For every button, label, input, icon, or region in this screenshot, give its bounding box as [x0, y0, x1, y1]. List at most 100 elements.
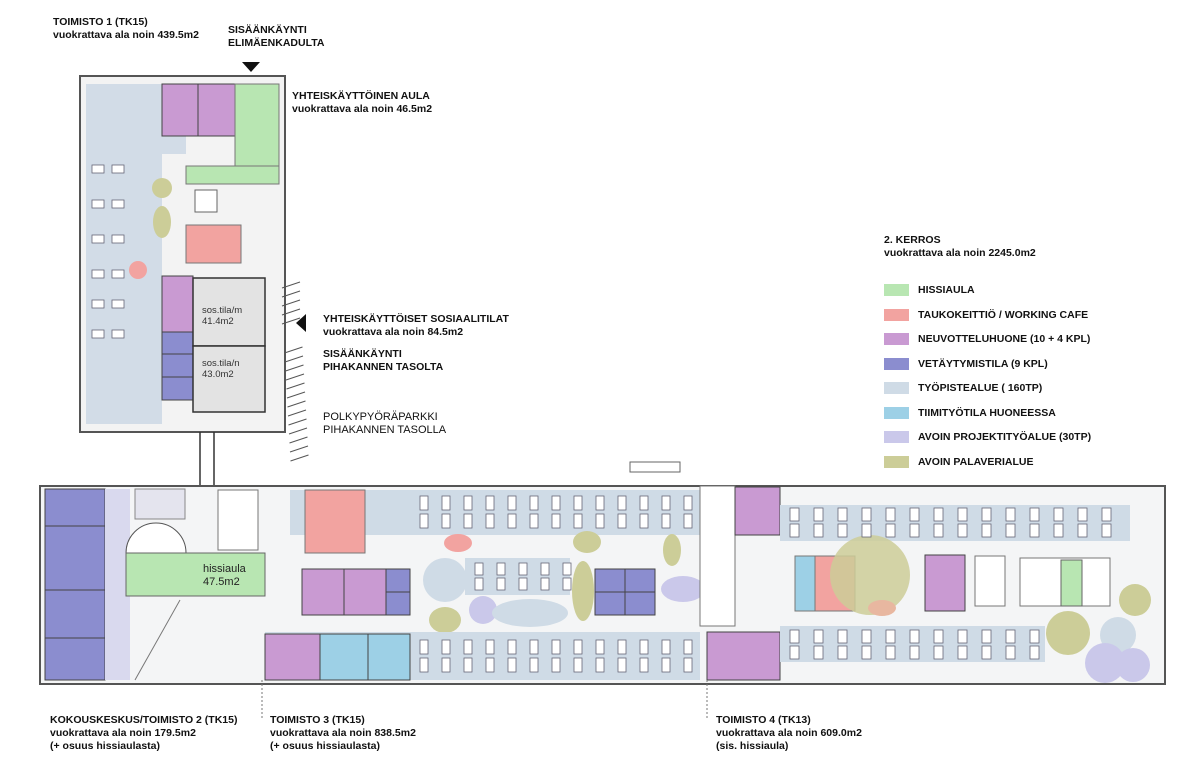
- label-social: YHTEISKÄYTTÖISET SOSIAALITILAT vuokratta…: [323, 313, 509, 339]
- desk: [91, 269, 105, 279]
- bike-stand: [281, 308, 301, 316]
- quiet-room: [161, 376, 194, 401]
- desk: [441, 657, 451, 673]
- label-line: PIHAKANNEN TASOLLA: [323, 424, 447, 436]
- desk: [957, 507, 968, 522]
- quiet-room: [594, 568, 626, 593]
- label-name: KOKOUSKESKUS/TOIMISTO 2 (TK15): [50, 714, 238, 726]
- desk: [957, 645, 968, 660]
- desk: [789, 645, 800, 660]
- room-area: 43.0m2: [202, 369, 234, 380]
- desk: [813, 629, 824, 644]
- legend: 2. KERROS vuokrattava ala noin 2245.0m2 …: [884, 234, 1091, 474]
- desk: [1101, 523, 1112, 538]
- bike-stand: [290, 454, 309, 462]
- meeting-spot: [573, 531, 601, 553]
- entrance-arrow-icon: [242, 62, 260, 72]
- quiet-room: [161, 353, 194, 378]
- room-label-sos-n: sos.tila/n 43.0m2: [202, 358, 240, 380]
- meeting-room: [161, 275, 194, 333]
- label-note: (+ osuus hissiaulasta): [270, 740, 380, 752]
- legend-label: TIIMITYÖTILA HUONEESSA: [918, 406, 1056, 419]
- cafe-spot: [868, 600, 896, 616]
- desk: [909, 507, 920, 522]
- desk: [789, 523, 800, 538]
- elevator-shaft: [217, 489, 259, 551]
- desk-group: [91, 164, 125, 339]
- meeting-room: [161, 83, 199, 137]
- desk: [1005, 645, 1016, 660]
- meeting-room: [44, 637, 106, 681]
- legend-swatch: [884, 333, 909, 346]
- quiet-room: [624, 568, 656, 593]
- desk: [463, 657, 473, 673]
- desk-group: [419, 495, 1112, 673]
- desk: [91, 164, 105, 174]
- room-area: 41.4m2: [202, 316, 234, 327]
- desk: [617, 495, 627, 511]
- label-entrance-yard: SISÄÄNKÄYNTI PIHAKANNEN TASOLTA: [323, 348, 443, 374]
- bike-stand: [289, 445, 309, 453]
- desk: [837, 645, 848, 660]
- desk: [111, 234, 125, 244]
- desk: [111, 164, 125, 174]
- quiet-room: [594, 591, 626, 616]
- desk: [981, 645, 992, 660]
- room-name: sos.tila/n: [202, 358, 240, 369]
- project-area: [492, 599, 568, 627]
- desk: [595, 495, 605, 511]
- desk: [1005, 523, 1016, 538]
- legend-swatch: [884, 308, 909, 321]
- desk: [419, 657, 429, 673]
- desk: [1101, 507, 1112, 522]
- desk: [813, 523, 824, 538]
- desk: [573, 639, 583, 655]
- desk: [507, 495, 517, 511]
- label-name: YHTEISKÄYTTÖISET SOSIAALITILAT: [323, 313, 509, 325]
- label-toimisto-2: KOKOUSKESKUS/TOIMISTO 2 (TK15) vuokratta…: [50, 714, 237, 753]
- desk: [617, 657, 627, 673]
- restroom: [974, 555, 1006, 607]
- desk: [419, 513, 429, 529]
- legend-swatch: [884, 455, 909, 468]
- desk: [573, 495, 583, 511]
- legend-item: AVOIN PALAVERIALUE: [884, 450, 1091, 475]
- desk: [885, 645, 896, 660]
- workspace-area: [780, 505, 1130, 541]
- legend-label: TYÖPISTEALUE ( 160TP): [918, 382, 1043, 395]
- desk: [441, 513, 451, 529]
- bike-stand: [281, 290, 301, 298]
- elevator-shaft: [194, 189, 218, 213]
- label-bike-parking: POLKYPYÖRÄPARKKI PIHAKANNEN TASOLLA: [323, 411, 446, 437]
- desk: [1077, 523, 1088, 538]
- label-toimisto-3: TOIMISTO 3 (TK15) vuokrattava ala noin 8…: [270, 714, 416, 753]
- desk: [540, 562, 550, 576]
- elevator-lobby: [1060, 559, 1083, 607]
- quiet-room: [161, 331, 194, 355]
- label-line: SISÄÄNKÄYNTI: [323, 348, 402, 360]
- desk: [661, 495, 671, 511]
- desk: [957, 629, 968, 644]
- desk: [933, 645, 944, 660]
- bike-stand: [287, 409, 307, 417]
- label-area: vuokrattava ala noin 439.5m2: [53, 29, 199, 41]
- desk: [789, 629, 800, 644]
- desk: [789, 507, 800, 522]
- team-room: [319, 633, 369, 681]
- desk: [507, 657, 517, 673]
- bike-stand: [284, 355, 304, 363]
- void-line: [134, 599, 181, 681]
- label-area: vuokrattava ala noin 609.0m2: [716, 727, 862, 739]
- bike-stand: [286, 382, 305, 390]
- desk: [518, 562, 528, 576]
- bike-stand: [281, 317, 301, 325]
- label-toimisto-4: TOIMISTO 4 (TK13) vuokrattava ala noin 6…: [716, 714, 862, 753]
- bike-stand: [287, 400, 306, 408]
- bike-stand: [288, 418, 307, 426]
- desk: [837, 629, 848, 644]
- social-room-n: [192, 345, 266, 413]
- label-line: ELIMÄENKADULTA: [228, 37, 325, 49]
- lobby-aula: [185, 165, 280, 185]
- desk: [661, 513, 671, 529]
